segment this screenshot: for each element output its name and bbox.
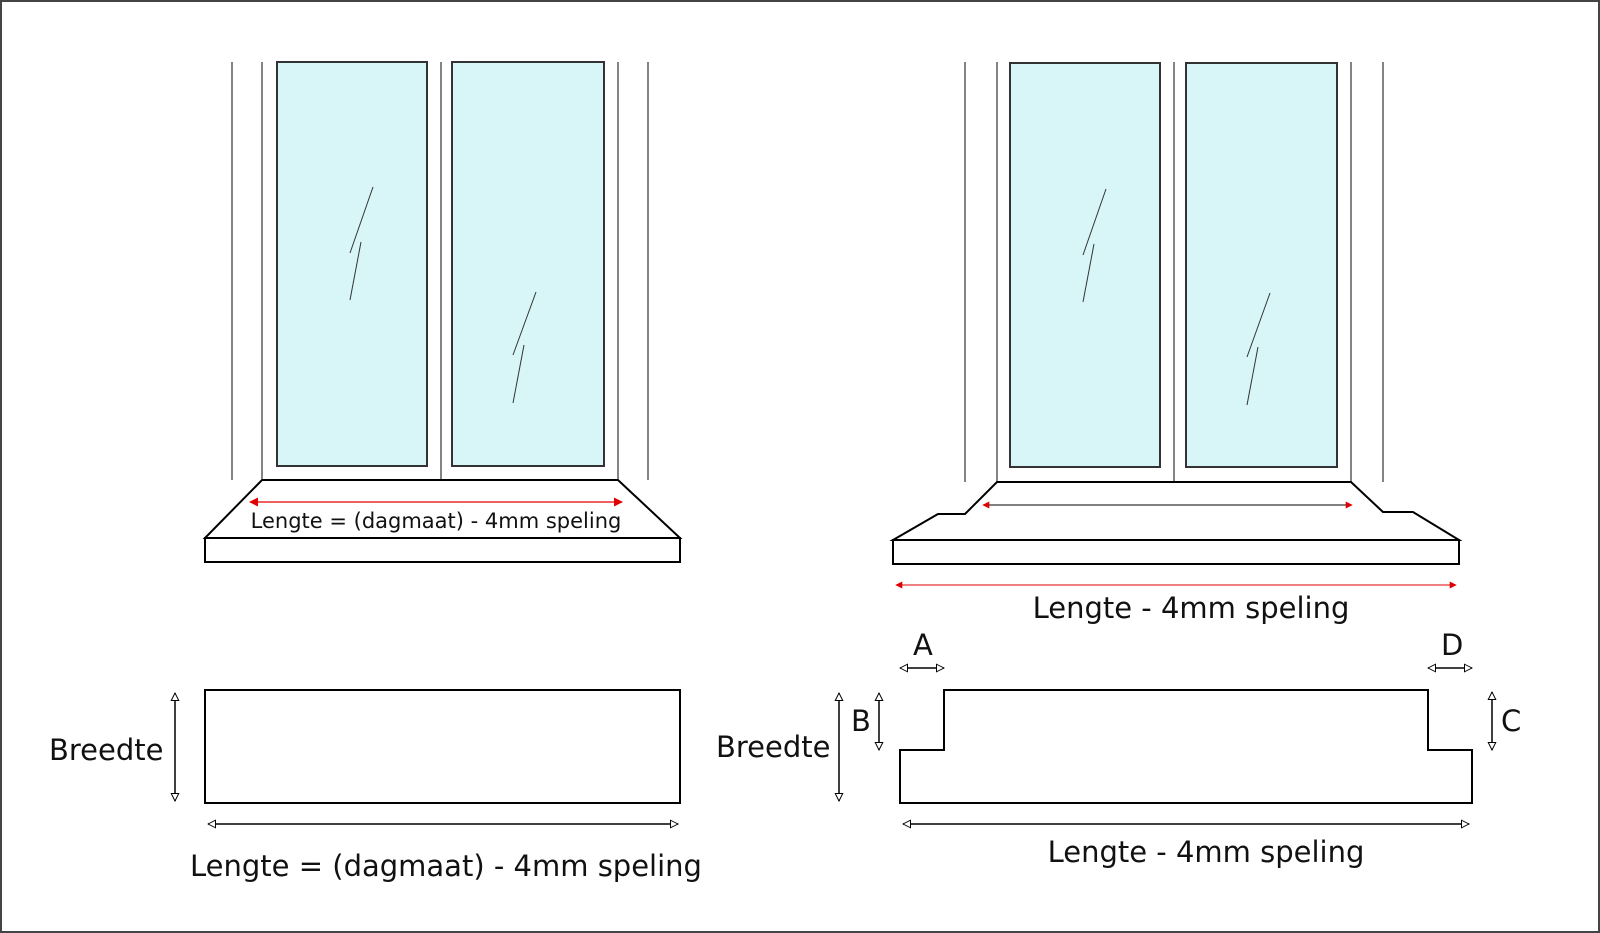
right-plan-label-c: C — [1501, 704, 1521, 738]
right-window-length-label: Lengte - 4mm speling — [1033, 591, 1350, 625]
right-plan-width-label: Breedte — [716, 730, 831, 764]
right-plan-label-d: D — [1441, 628, 1463, 662]
right-window — [964, 62, 1384, 483]
left-window-glass-right — [451, 61, 605, 467]
right-window-glass-left — [1009, 62, 1161, 468]
right-window-glass-right — [1185, 62, 1338, 468]
right-plan-length-label: Lengte - 4mm speling — [1048, 835, 1365, 869]
left-plan-width-label: Breedte — [49, 733, 164, 767]
right-plan-label-b: B — [851, 704, 871, 738]
right-plan-label-a: A — [913, 628, 933, 662]
left-window-glass-left — [276, 61, 428, 467]
left-sill — [202, 479, 683, 563]
left-plan-rect — [204, 689, 681, 804]
left-window — [231, 61, 649, 481]
right-sill — [889, 481, 1463, 565]
left-window-inner-label: Lengte = (dagmaat) - 4mm speling — [251, 509, 622, 533]
left-plan-length-label: Lengte = (dagmaat) - 4mm speling — [190, 849, 702, 883]
right-plan-shape — [899, 689, 1473, 804]
